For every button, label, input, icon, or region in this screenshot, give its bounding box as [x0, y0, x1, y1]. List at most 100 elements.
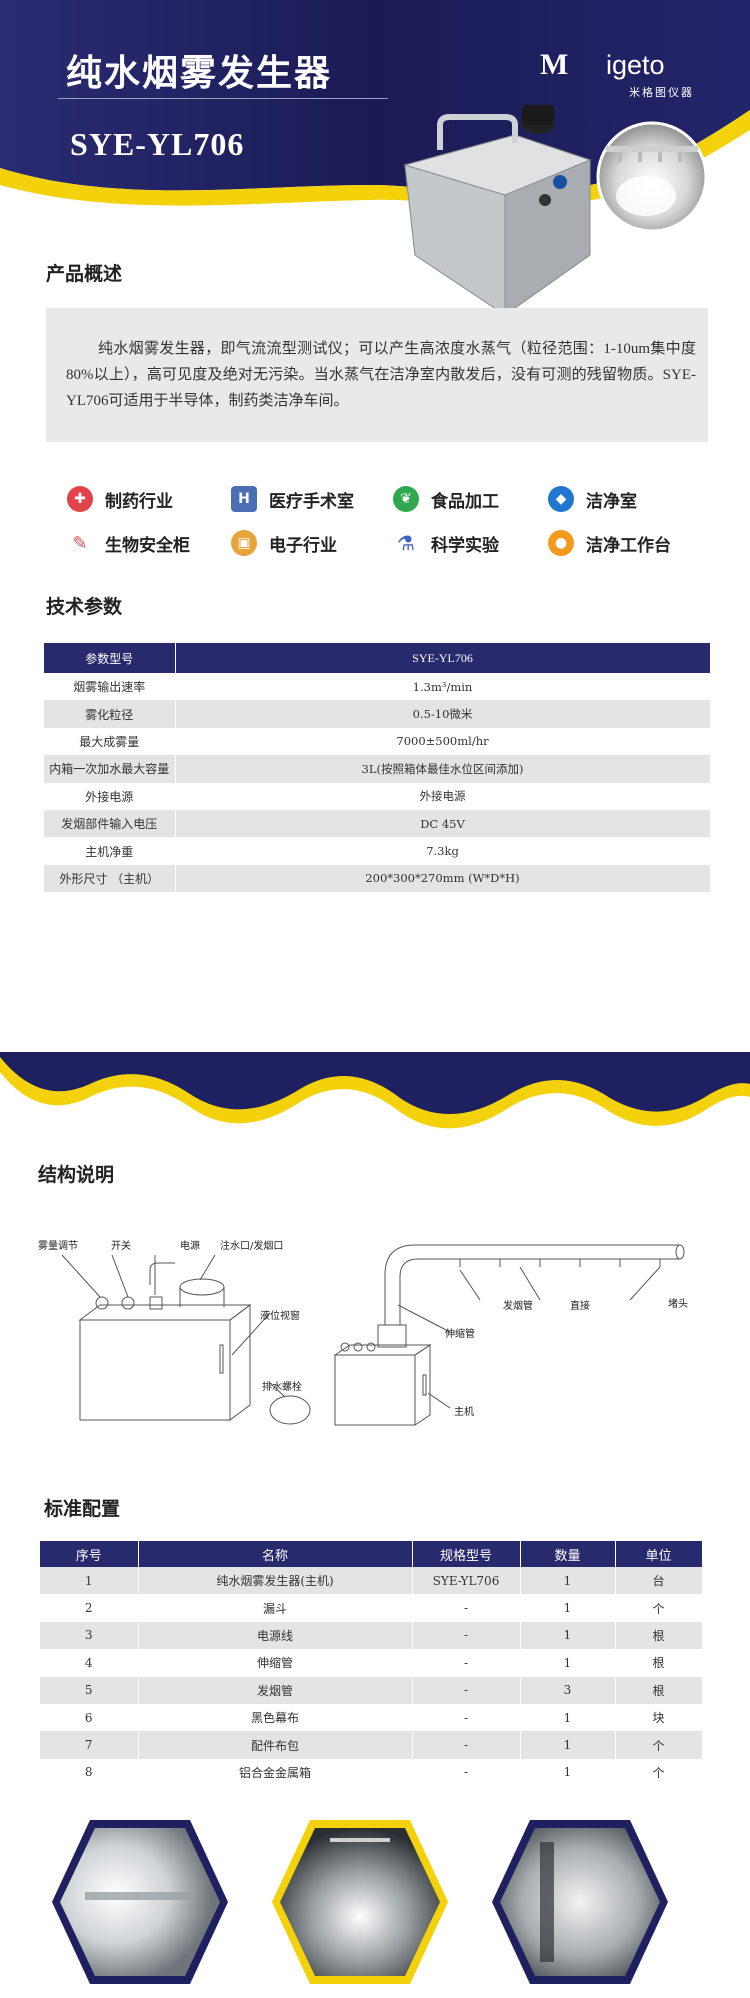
spec-value: 7000±500ml/hr: [175, 727, 711, 756]
config-cell: 个: [615, 1731, 703, 1759]
spec-key: 发烟部件输入电压: [44, 809, 176, 838]
industry-item: ▣ 电子行业: [231, 530, 337, 556]
page-title: 纯水烟雾发生器: [66, 53, 333, 94]
medicine-icon: ✚: [67, 486, 93, 512]
structure-diagram: [61, 1244, 685, 1426]
microscope-icon: ✎: [67, 530, 93, 556]
config-cell: -: [412, 1649, 521, 1677]
config-cell: -: [412, 1731, 521, 1759]
label-fog-adjust: 雾量调节: [38, 1241, 78, 1252]
label-power: 电源: [180, 1241, 200, 1252]
label-inlet: 注水口/发烟口: [220, 1241, 284, 1252]
spec-value: 1.3m³/min: [175, 673, 711, 701]
config-header-cell: 数量: [520, 1541, 616, 1567]
config-cell: 4: [40, 1649, 139, 1677]
spec-value: 7.3kg: [175, 837, 711, 865]
industry-label: 电子行业: [269, 535, 337, 556]
product-photo: [403, 105, 592, 316]
config-cell: -: [412, 1594, 521, 1622]
label-straight: 直接: [570, 1301, 590, 1312]
config-cell: 配件布包: [138, 1731, 413, 1759]
config-header-cell: 规格型号: [412, 1541, 521, 1567]
industry-label: 洁净室: [586, 491, 637, 512]
config-cell: 黑色幕布: [138, 1703, 413, 1732]
config-cell: 个: [615, 1594, 703, 1622]
config-cell: 5: [40, 1676, 139, 1704]
mist-photo: [596, 121, 708, 233]
table-row: 外接电源外接电源: [44, 782, 711, 810]
config-cell: 3: [520, 1676, 616, 1704]
config-cell: 1: [520, 1649, 616, 1677]
spec-value: DC 45V: [175, 809, 711, 838]
label-plug: 堵头: [668, 1299, 688, 1310]
config-cell: -: [412, 1676, 521, 1704]
config-cell: 1: [40, 1567, 139, 1595]
header-banner: [0, 0, 750, 207]
overview-box: [46, 308, 708, 442]
application-photos: [52, 1820, 668, 1984]
config-cell: 电源线: [138, 1621, 413, 1650]
config-cell: -: [412, 1621, 521, 1650]
config-cell: 3: [40, 1621, 139, 1650]
person-icon: ●: [548, 530, 574, 556]
structure-title: 结构说明: [38, 1164, 115, 1186]
spec-key: 烟雾输出速率: [44, 673, 176, 701]
config-header-cell: 名称: [138, 1541, 413, 1567]
spec-value: 外接电源: [175, 782, 711, 810]
config-cell: 漏斗: [138, 1594, 413, 1622]
hospital-icon: H: [231, 486, 257, 512]
industry-label: 洁净工作台: [586, 535, 671, 556]
specs-header-cell: SYE-YL706: [175, 643, 711, 673]
config-cell: 台: [615, 1567, 703, 1595]
industry-label: 生物安全柜: [105, 535, 190, 556]
config-cell: 1: [520, 1594, 616, 1622]
config-cell: 1: [520, 1567, 616, 1595]
config-header-cell: 单位: [615, 1541, 703, 1567]
industry-item: ✚ 制药行业: [67, 486, 173, 512]
brand-logo-mark: M: [540, 48, 568, 81]
config-cell: 纯水烟雾发生器(主机): [138, 1567, 413, 1595]
industry-item: ◆ 洁净室: [548, 486, 637, 512]
config-cell: -: [412, 1758, 521, 1787]
config-cell: -: [412, 1703, 521, 1732]
title-divider: [58, 98, 388, 99]
config-cell: 块: [615, 1703, 703, 1732]
spec-key: 最大成雾量: [44, 727, 176, 756]
overview-text: 纯水烟雾发生器，即气流流型测试仪；可以产生高浓度水蒸气（粒径范围：1-10um集…: [66, 341, 696, 409]
spec-value: 3L(按照箱体最佳水位区间添加): [175, 755, 711, 783]
specs-title: 技术参数: [46, 596, 123, 618]
industry-item: H 医疗手术室: [231, 486, 354, 512]
spec-key: 外形尺寸 （主机）: [44, 864, 176, 893]
industry-label: 医疗手术室: [269, 491, 354, 512]
spec-key: 主机净重: [44, 837, 176, 865]
config-cell: 个: [615, 1758, 703, 1787]
config-cell: 根: [615, 1649, 703, 1677]
spec-key: 雾化粒径: [44, 700, 176, 728]
config-cell: 2: [40, 1594, 139, 1622]
industry-label: 食品加工: [431, 491, 499, 512]
label-hose: 伸缩管: [445, 1329, 475, 1340]
config-cell: 铝合金金属箱: [138, 1758, 413, 1787]
brand-logo-word: igeto: [606, 50, 665, 80]
spec-value: 0.5-10微米: [175, 700, 711, 728]
wave-divider: [0, 1052, 750, 1129]
config-cell: 根: [615, 1621, 703, 1650]
model-number: SYE-YL706: [70, 126, 245, 162]
config-cell: 1: [520, 1621, 616, 1650]
label-drain: 排水螺栓: [262, 1382, 302, 1393]
water-drop-icon: ◆: [548, 486, 574, 512]
